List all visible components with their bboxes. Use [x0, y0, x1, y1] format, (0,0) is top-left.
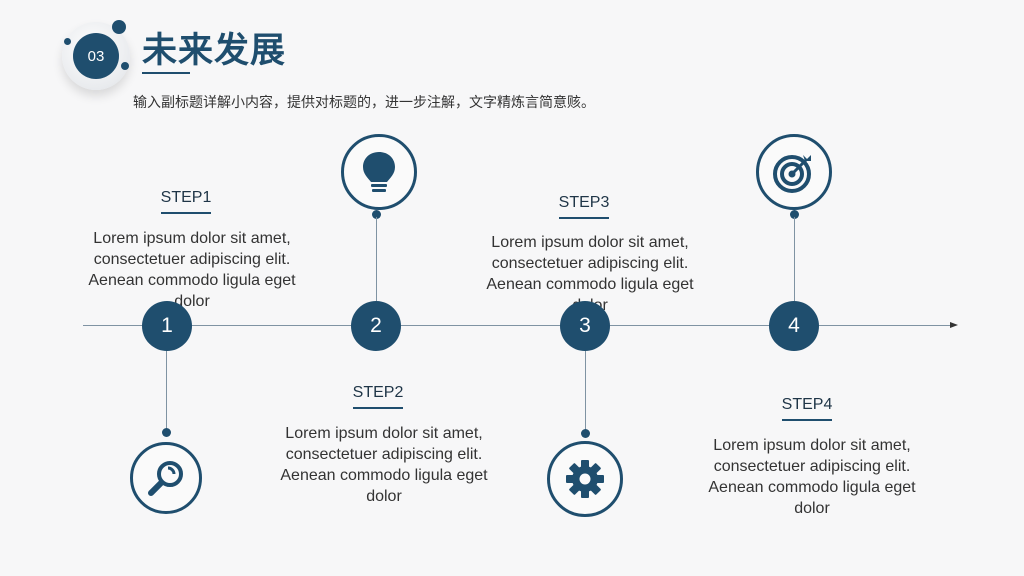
step-label-2: STEP2 [352, 384, 404, 401]
step-underline-4 [782, 419, 832, 421]
step-description-1: Lorem ipsum dolor sit amet, consectetuer… [88, 230, 296, 310]
gear-icon [566, 460, 604, 498]
connector-dot-2 [372, 210, 381, 219]
step-underline-2 [353, 407, 403, 409]
timeline-node-3: 3 [560, 301, 610, 351]
step-underline-1 [161, 212, 211, 214]
step-description-4: Lorem ipsum dolor sit amet, consectetuer… [708, 437, 916, 517]
page-title: 未来发展 [142, 31, 287, 70]
timeline-node-1: 1 [142, 301, 192, 351]
step-label-1: STEP1 [160, 189, 212, 206]
step-label-3: STEP3 [558, 194, 610, 211]
timeline-node-4: 4 [769, 301, 819, 351]
decor-dot [112, 20, 126, 34]
lightbulb-icon [363, 152, 395, 192]
connector-line-2 [376, 217, 377, 301]
connector-line-3 [585, 351, 586, 432]
timeline-axis [83, 325, 950, 326]
timeline-node-2: 2 [351, 301, 401, 351]
step-underline-3 [559, 217, 609, 219]
timeline-arrow [950, 322, 958, 328]
section-number-badge: 03 [73, 33, 119, 79]
connector-dot-1 [162, 428, 171, 437]
connector-line-1 [166, 351, 167, 432]
step-description-2: Lorem ipsum dolor sit amet, consectetuer… [280, 425, 488, 505]
step-label-4: STEP4 [781, 396, 833, 413]
icon-circle-4 [756, 134, 832, 210]
icon-circle-1 [130, 442, 202, 514]
page-subtitle: 输入副标题详解小内容，提供对标题的，进一步注解，文字精炼言简意赅。 [133, 94, 595, 110]
decor-dot [121, 62, 129, 70]
connector-dot-3 [581, 429, 590, 438]
title-underline [142, 72, 190, 74]
connector-line-4 [794, 217, 795, 301]
target-icon [773, 155, 811, 193]
connector-dot-4 [790, 210, 799, 219]
decor-dot [64, 38, 71, 45]
icon-circle-2 [341, 134, 417, 210]
magnifier-icon [148, 461, 183, 496]
icon-circle-3 [547, 441, 623, 517]
